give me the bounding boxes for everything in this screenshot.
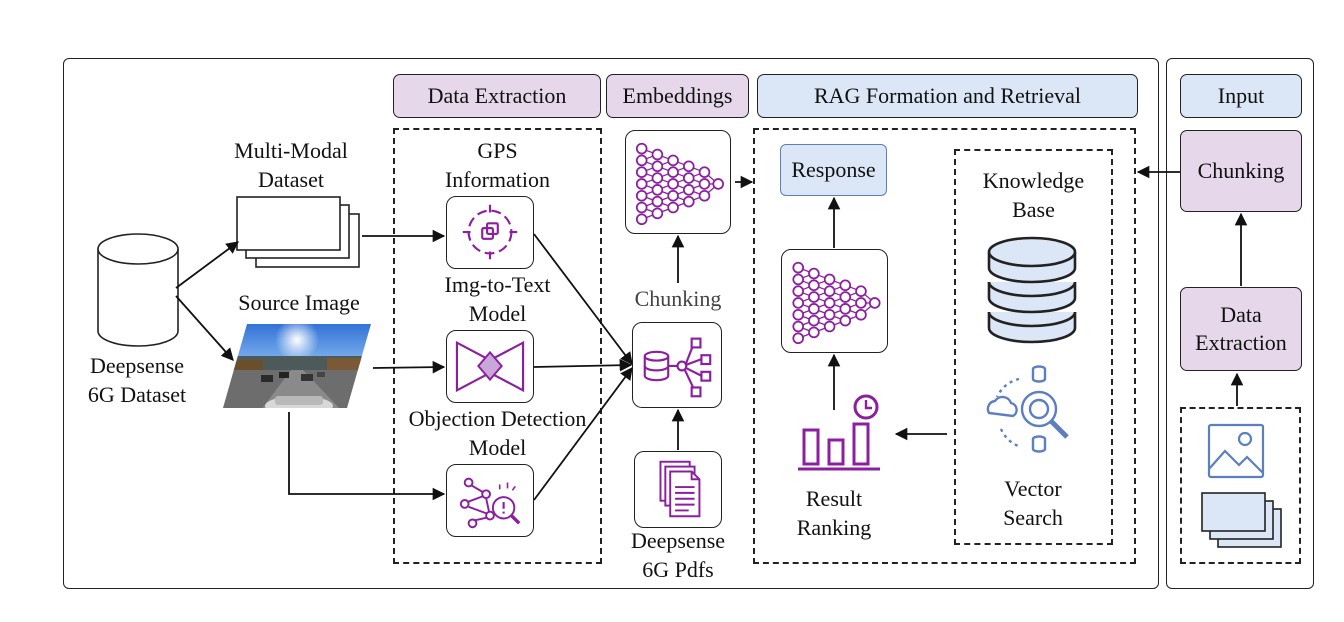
database-cylinder-icon — [97, 233, 179, 347]
embedding-network-box — [625, 130, 731, 234]
img-to-text-model-box — [446, 330, 534, 403]
embeddings-header: Embeddings — [606, 74, 749, 118]
input-header: Input — [1180, 74, 1302, 118]
data-extraction-header: Data Extraction — [393, 74, 601, 118]
embedding-chunking-label: Chunking — [634, 286, 722, 311]
stacked-documents-icon — [236, 196, 360, 268]
detection-search-icon — [459, 477, 521, 529]
object-detection-model-box — [446, 464, 534, 537]
knowledge-base-database-icon — [987, 236, 1077, 344]
gps-target-icon — [462, 204, 518, 260]
ranking-chart-icon — [798, 394, 880, 471]
database-network-icon — [643, 337, 712, 398]
rag-region — [753, 128, 1136, 564]
rag-header: RAG Formation and Retrieval — [757, 74, 1138, 118]
encoder-decoder-icon — [455, 340, 525, 393]
response-box: Response — [780, 144, 887, 196]
gps-model-box — [446, 196, 534, 269]
input-chunking-box: Chunking — [1180, 130, 1302, 212]
neural-network-icon — [635, 142, 724, 226]
main-pipeline-frame — [63, 58, 1159, 589]
pdf-documents-box — [634, 451, 722, 528]
stacked-documents-icon — [1201, 492, 1282, 548]
knowledge-base-region — [954, 149, 1113, 545]
documents-icon — [659, 460, 701, 518]
chunking-database-box — [632, 322, 722, 408]
source-image-photo — [223, 324, 371, 408]
source-image-label: Source Image — [238, 290, 360, 315]
input-media-region — [1180, 407, 1301, 564]
image-icon — [1207, 423, 1265, 479]
vector-search-icon — [986, 365, 1069, 453]
neural-network-icon — [792, 261, 881, 345]
ranking-network-box — [781, 249, 888, 353]
input-panel-frame — [1166, 58, 1314, 589]
